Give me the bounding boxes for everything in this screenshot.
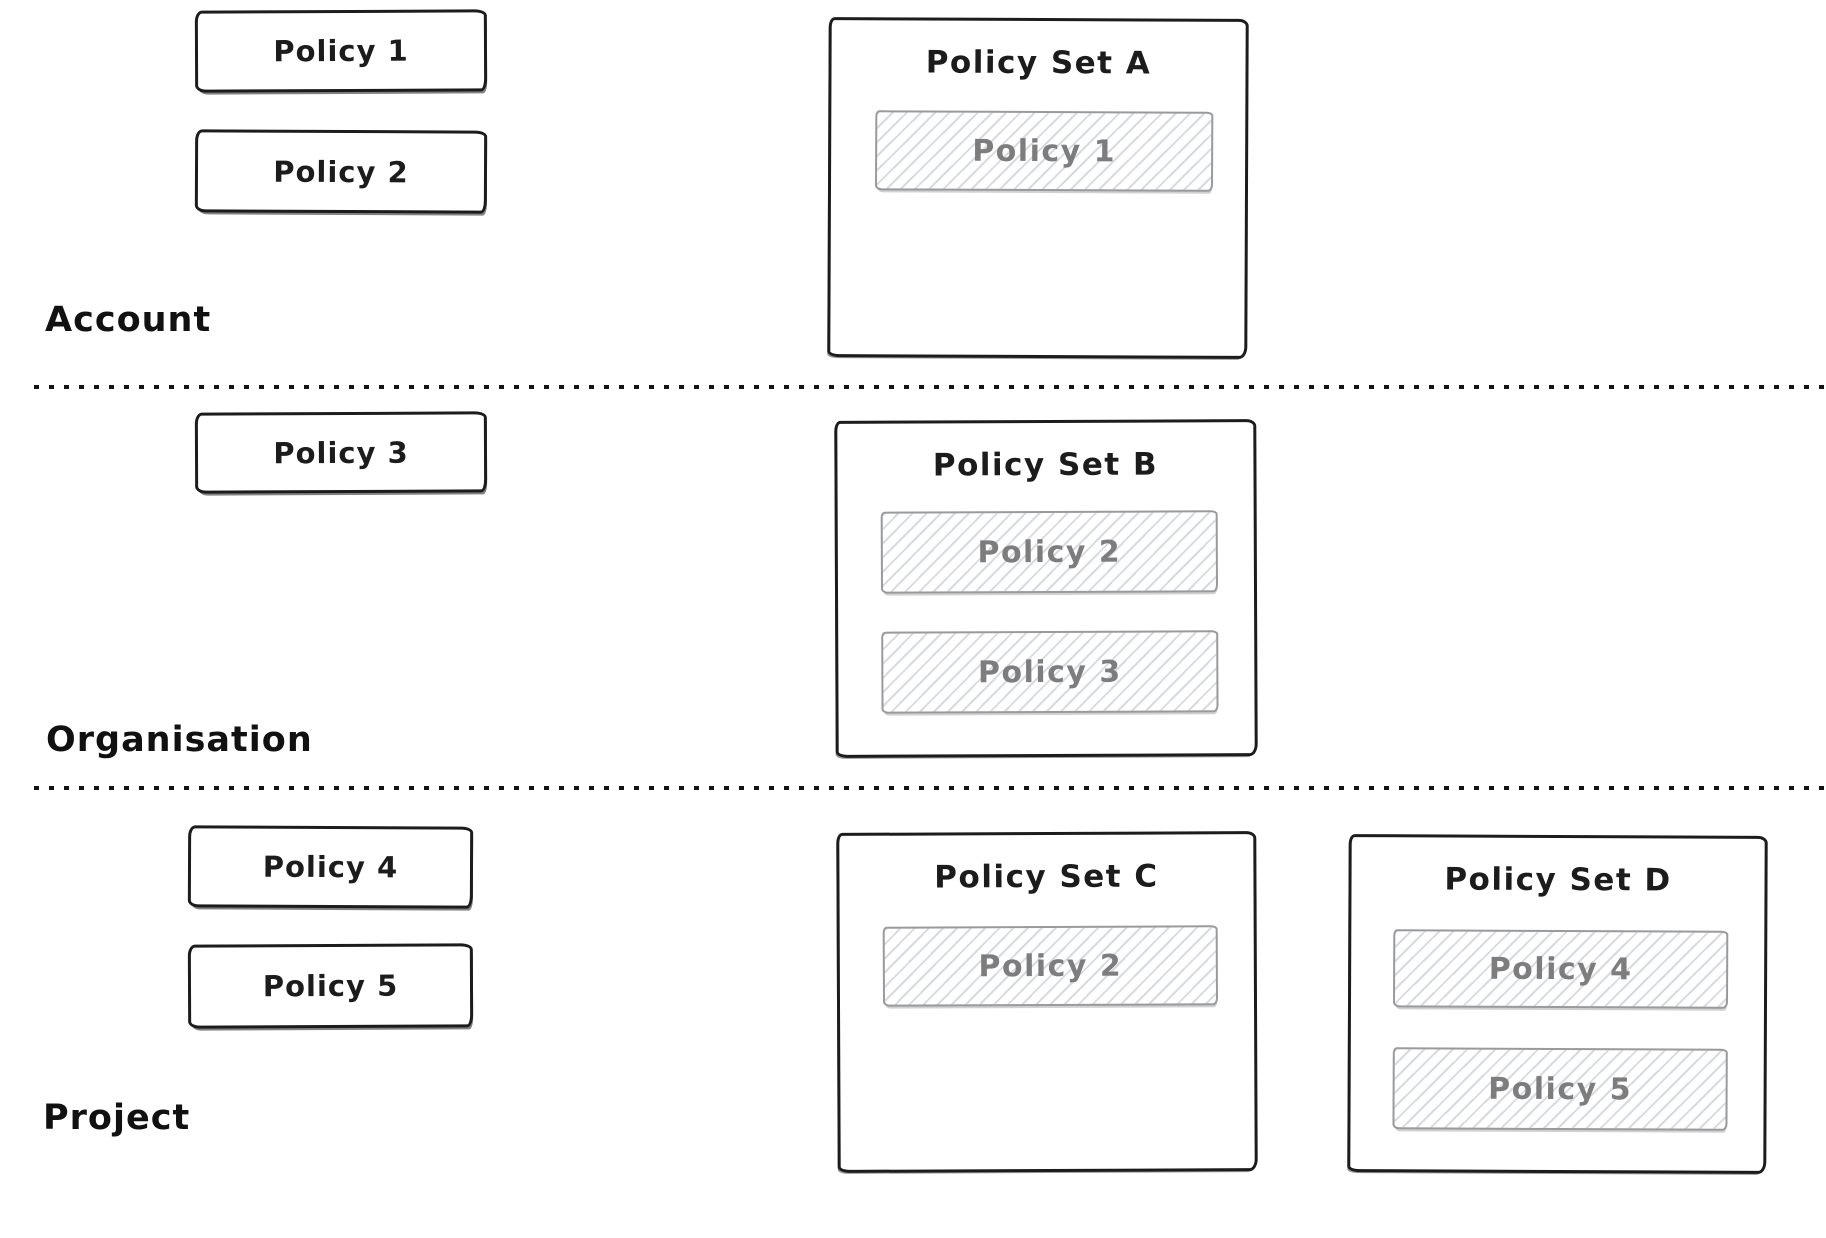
policy-set-d: Policy Set D Policy 4 Policy 5 [1347,834,1768,1174]
policy-set-member: Policy 1 [874,110,1214,192]
policy-set-a: Policy Set A Policy 1 [827,17,1249,359]
section-divider [34,385,1826,389]
section-label-organisation: Organisation [46,720,313,760]
policy-set-member: Policy 2 [880,510,1219,594]
policy-set-member: Policy 3 [881,630,1219,714]
policy-box-2: Policy 2 [194,129,488,214]
policy-set-member: Policy 2 [882,925,1219,1007]
policy-set-member: Policy 5 [1392,1047,1728,1131]
policy-set-title: Policy Set A [925,44,1152,82]
policy-set-b: Policy Set B Policy 2 Policy 3 [834,419,1258,758]
policy-set-title: Policy Set C [934,858,1159,896]
policy-set-c: Policy Set C Policy 2 [836,831,1258,1173]
policy-set-member: Policy 4 [1392,929,1729,1009]
policy-box-5: Policy 5 [187,943,474,1029]
section-label-account: Account [45,300,212,340]
policy-box-4: Policy 4 [187,825,474,909]
policy-set-title: Policy Set D [1444,861,1672,899]
policy-box-1: Policy 1 [194,9,488,93]
policy-box-3: Policy 3 [194,411,488,494]
policy-set-title: Policy Set B [932,446,1159,484]
section-divider [34,786,1826,790]
section-label-project: Project [43,1098,191,1138]
